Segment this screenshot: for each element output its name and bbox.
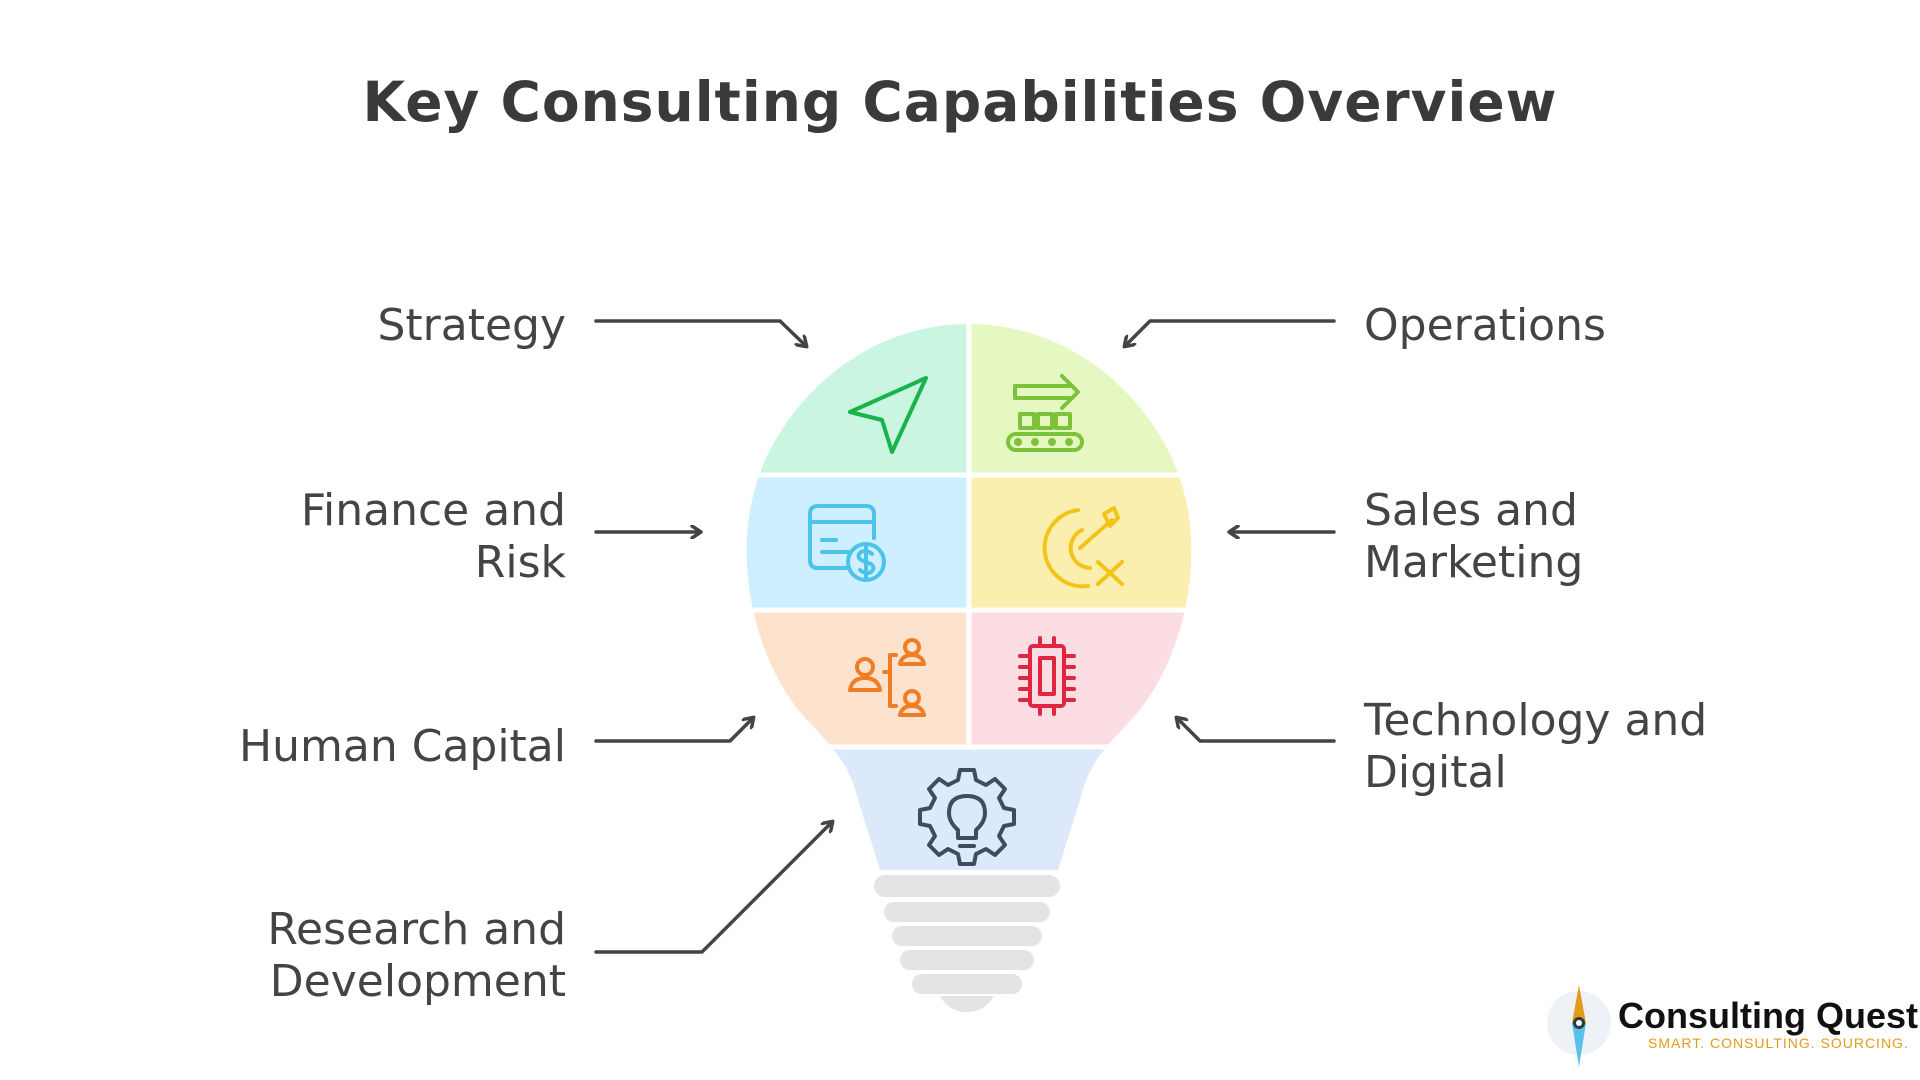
label-sales-marketing: Sales and Marketing (1364, 485, 1584, 588)
segment-human-capital (746, 610, 969, 747)
arrow-research-development (594, 822, 832, 954)
org-chart-people-icon (848, 638, 926, 717)
segment-finance-risk (746, 475, 969, 610)
bulb-base (874, 875, 1060, 1012)
label-research-development: Research and Development (267, 904, 566, 1007)
arrow-strategy (594, 319, 806, 346)
brand-logo: Consulting Quest SMART. CONSULTING. SOUR… (1543, 985, 1918, 1070)
label-strategy: Strategy (377, 300, 566, 351)
microchip-icon (1018, 636, 1076, 716)
paper-plane-icon (848, 376, 928, 454)
segment-operations (969, 324, 1192, 475)
label-technology-digital: Technology and Digital (1364, 695, 1708, 798)
label-finance-risk: Finance and Risk (300, 485, 566, 588)
target-arrow-icon (1042, 506, 1124, 589)
label-operations: Operations (1364, 300, 1606, 351)
page-title: Key Consulting Capabilities Overview (362, 70, 1558, 134)
compass-needle-icon (1547, 985, 1611, 1067)
credit-card-dollar-icon (808, 504, 886, 582)
gear-lightbulb-icon (918, 768, 1016, 866)
segment-technology-digital (969, 610, 1192, 747)
segment-research-development (746, 747, 1192, 870)
connector-arrows (594, 319, 1336, 954)
label-human-capital: Human Capital (239, 721, 566, 772)
segment-strategy (746, 324, 969, 475)
brand-name: Consulting Quest (1618, 995, 1918, 1036)
arrow-technology-digital (1177, 718, 1336, 743)
brand-tagline: SMART. CONSULTING. SOURCING. (1648, 1035, 1909, 1051)
arrow-human-capital (594, 718, 753, 743)
segment-sales-marketing (969, 475, 1192, 610)
arrow-operations (1125, 319, 1336, 346)
conveyor-belt-icon (1006, 374, 1084, 452)
